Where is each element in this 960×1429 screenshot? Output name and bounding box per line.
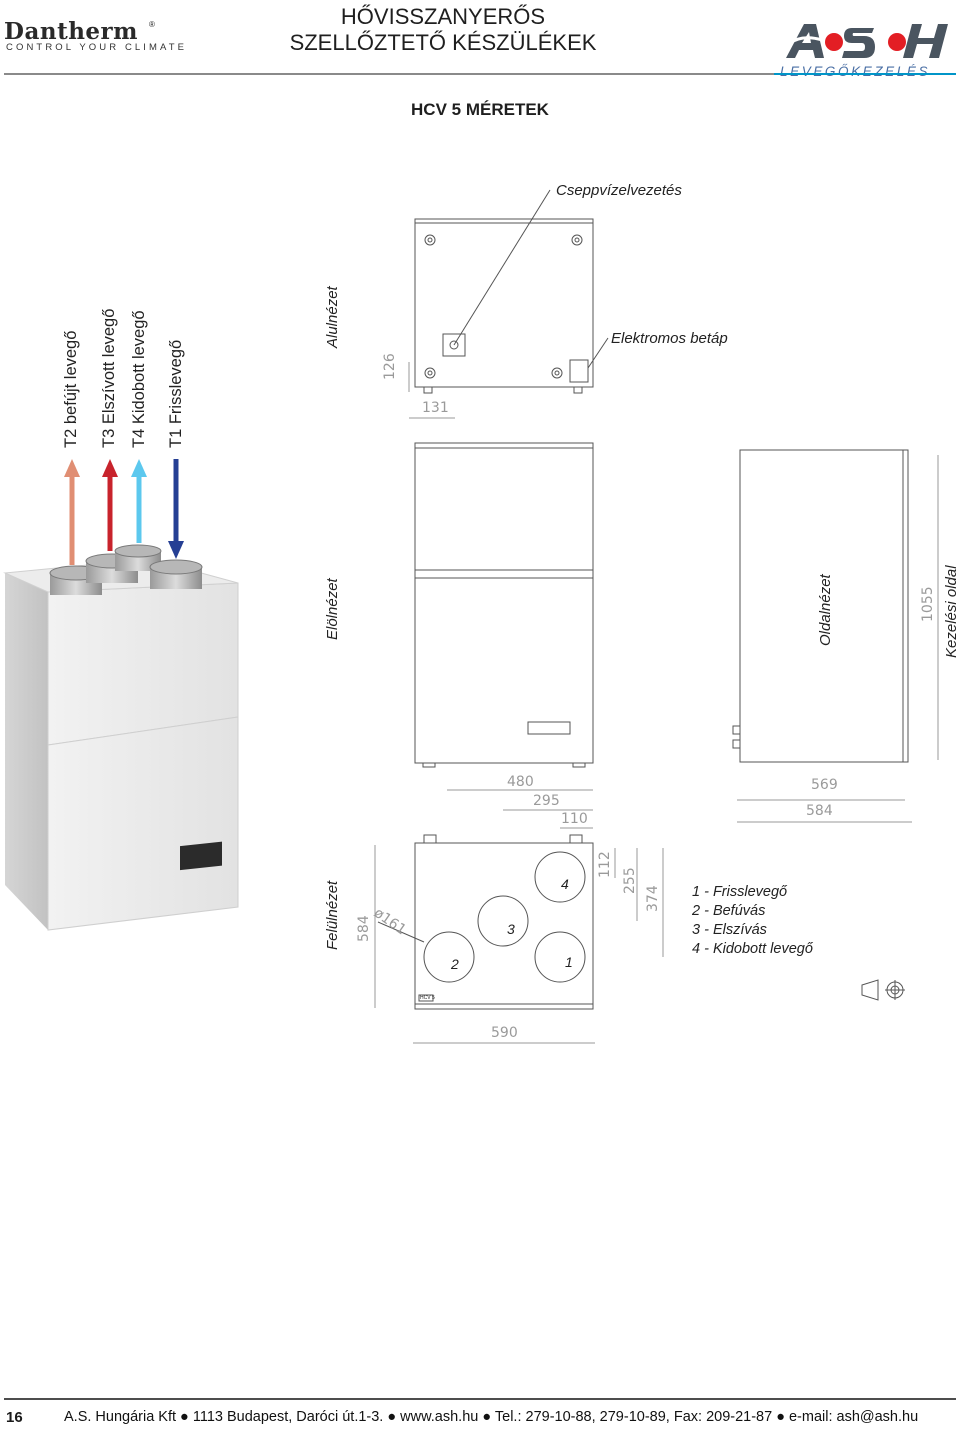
- port-number-3: 3: [507, 921, 515, 937]
- projection-symbol-icon: [861, 979, 905, 1001]
- section-title: HCV 5 MÉRETEK: [411, 100, 549, 119]
- front-control-display: [527, 721, 571, 735]
- callout-power: Elektromos betáp: [611, 330, 728, 347]
- front-view-drawing: [414, 442, 594, 768]
- ash-logo: [786, 24, 948, 58]
- header-rule: [4, 73, 774, 75]
- arrow-t2-icon: [64, 459, 80, 565]
- view-label-bottom: Alulnézet: [324, 286, 341, 348]
- dantherm-logo: Dantherm: [4, 18, 139, 45]
- port-legend: 1 - Frisslevegő 2 - Befúvás 3 - Elszívás…: [692, 883, 813, 959]
- page-title: HŐVISSZANYERŐS SZELLŐZTETŐ KÉSZÜLÉKEK: [200, 4, 686, 56]
- arrow-label-t3: T3 Elszívott levegő: [100, 308, 118, 448]
- side-view-drawing: [732, 449, 939, 823]
- dim-590: 590: [491, 1025, 518, 1041]
- arrow-t3-icon: [102, 459, 118, 551]
- page-title-line2: SZELLŐZTETŐ KÉSZÜLÉKEK: [289, 30, 597, 55]
- dim-584-top: 584: [356, 915, 372, 942]
- unit-control-panel: [180, 841, 222, 871]
- legend-item-4: 4 - Kidobott levegő: [692, 941, 813, 957]
- port-1-circle: [534, 931, 586, 983]
- arrow-t4-icon: [131, 459, 147, 543]
- top-view-drawing: [374, 789, 664, 1044]
- dim-126: 126: [382, 353, 398, 380]
- dim-112: 112: [597, 851, 613, 878]
- airflow-arrows: [64, 459, 184, 565]
- port-2-circle: [423, 931, 475, 983]
- port-number-1: 1: [565, 954, 573, 970]
- dim-255: 255: [622, 867, 638, 894]
- ash-logo-s: [842, 28, 875, 58]
- dim-131: 131: [422, 400, 449, 416]
- port-3-circle: [477, 895, 529, 947]
- legend-item-2: 2 - Befúvás: [692, 903, 766, 919]
- footer-rule: [4, 1398, 956, 1400]
- ash-logo-h: [903, 24, 948, 58]
- callout-drain: Cseppvízelvezetés: [556, 182, 682, 199]
- ash-logo-dot-right: [888, 33, 906, 51]
- drain-outlet: [442, 333, 466, 357]
- dim-584-side: 584: [806, 803, 833, 819]
- ash-logo-swoosh: [787, 36, 823, 46]
- unit-photo: [3, 459, 239, 931]
- page-number: 16: [6, 1409, 23, 1426]
- dim-480: 480: [507, 774, 534, 790]
- dim-295: 295: [533, 793, 560, 809]
- page-title-line1: HŐVISSZANYERŐS: [340, 4, 546, 29]
- arrow-label-t2: T2 befújt levegő: [62, 330, 80, 448]
- unit-duct-t4: [114, 544, 162, 571]
- port-number-2: 2: [451, 956, 459, 972]
- legend-item-1: 1 - Frisslevegő: [692, 884, 788, 900]
- legend-item-3: 3 - Elszívás: [692, 922, 767, 938]
- dim-1055: 1055: [920, 586, 936, 622]
- port-number-4: 4: [561, 876, 569, 892]
- ash-logo-subtitle: LEVEGŐKEZELÉS: [780, 64, 931, 79]
- technical-drawings: [374, 189, 939, 1044]
- arrow-t1-icon: [168, 459, 184, 559]
- view-label-front: Elölnézet: [324, 578, 341, 640]
- dim-110: 110: [561, 811, 588, 827]
- view-label-top: Felülnézet: [324, 880, 341, 950]
- dantherm-registered-mark: ®: [149, 20, 155, 29]
- dim-569: 569: [811, 777, 838, 793]
- ash-logo-dot-left: [825, 33, 843, 51]
- footer-contact: A.S. Hungária Kft ● 1113 Budapest, Daróc…: [64, 1409, 919, 1425]
- power-inlet: [569, 359, 589, 383]
- arrow-label-t1: T1 Frisslevegő: [167, 339, 185, 448]
- header-rule-accent: [774, 73, 956, 75]
- arrow-label-t4: T4 Kidobott levegő: [130, 310, 148, 448]
- bottom-view-drawing: [408, 189, 609, 419]
- dantherm-tagline: CONTROL YOUR CLIMATE: [6, 42, 188, 53]
- model-plate: HCV 5: [420, 995, 435, 1001]
- unit-duct-t1: [149, 559, 203, 589]
- unit-lower-front: [47, 716, 239, 931]
- unit-side-panel: [5, 573, 48, 930]
- dim-374: 374: [645, 885, 661, 912]
- port-4-circle: [534, 851, 586, 903]
